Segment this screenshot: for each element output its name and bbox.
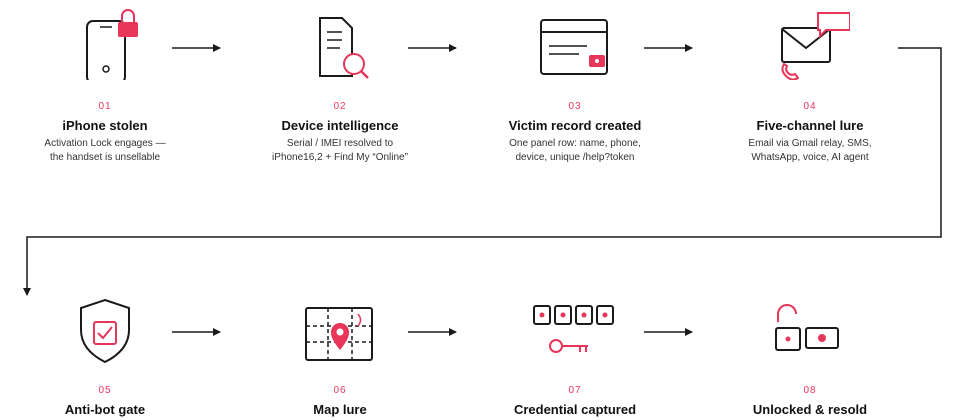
step-title: Device intelligence bbox=[281, 118, 399, 133]
document-search-icon bbox=[300, 8, 380, 85]
passcode-key-icon bbox=[530, 294, 620, 371]
arrow-04-05 bbox=[23, 47, 942, 296]
step-number: 04 bbox=[803, 101, 817, 112]
step-title: Five-channel lure bbox=[756, 118, 864, 133]
panel-record-icon bbox=[535, 8, 615, 85]
step-number: 03 bbox=[568, 101, 582, 112]
step-title: iPhone stolen bbox=[62, 118, 148, 133]
step-04: 04 Five-channel lure Email via Gmail rel… bbox=[710, 0, 910, 200]
step-title: Credential captured bbox=[513, 402, 637, 417]
map-pin-icon bbox=[300, 294, 380, 371]
step-number: 02 bbox=[333, 101, 347, 112]
step-01: 01 iPhone stolen Activation Lock engages… bbox=[5, 0, 205, 200]
phone-lock-icon bbox=[65, 8, 145, 85]
step-title: Victim record created bbox=[508, 118, 642, 133]
step-number: 07 bbox=[568, 385, 582, 396]
step-06: 06 Map lure bbox=[240, 290, 440, 420]
step-title: Map lure bbox=[313, 402, 367, 417]
step-description: Email via Gmail relay, SMS,WhatsApp, voi… bbox=[748, 138, 872, 163]
step-02: 02 Device intelligence Serial / IMEI res… bbox=[240, 0, 440, 200]
step-number: 06 bbox=[333, 385, 347, 396]
step-title: Anti-bot gate bbox=[64, 402, 146, 417]
step-description: Activation Lock engages —the handset is … bbox=[44, 138, 166, 163]
envelope-chat-phone-icon bbox=[770, 8, 851, 85]
unlocked-padlock-icon bbox=[770, 294, 850, 371]
step-number: 05 bbox=[98, 385, 112, 396]
step-number: 01 bbox=[98, 101, 112, 112]
step-description: One panel row: name, phone,device, uniqu… bbox=[509, 138, 641, 163]
step-05: 05 Anti-bot gate bbox=[5, 290, 205, 420]
step-number: 08 bbox=[803, 385, 817, 396]
step-title: Unlocked & resold bbox=[752, 402, 868, 417]
step-08: 08 Unlocked & resold bbox=[710, 290, 910, 420]
shield-check-icon bbox=[65, 294, 145, 371]
step-03: 03 Victim record created One panel row: … bbox=[475, 0, 675, 200]
step-07: 07 Credential captured bbox=[475, 290, 675, 420]
